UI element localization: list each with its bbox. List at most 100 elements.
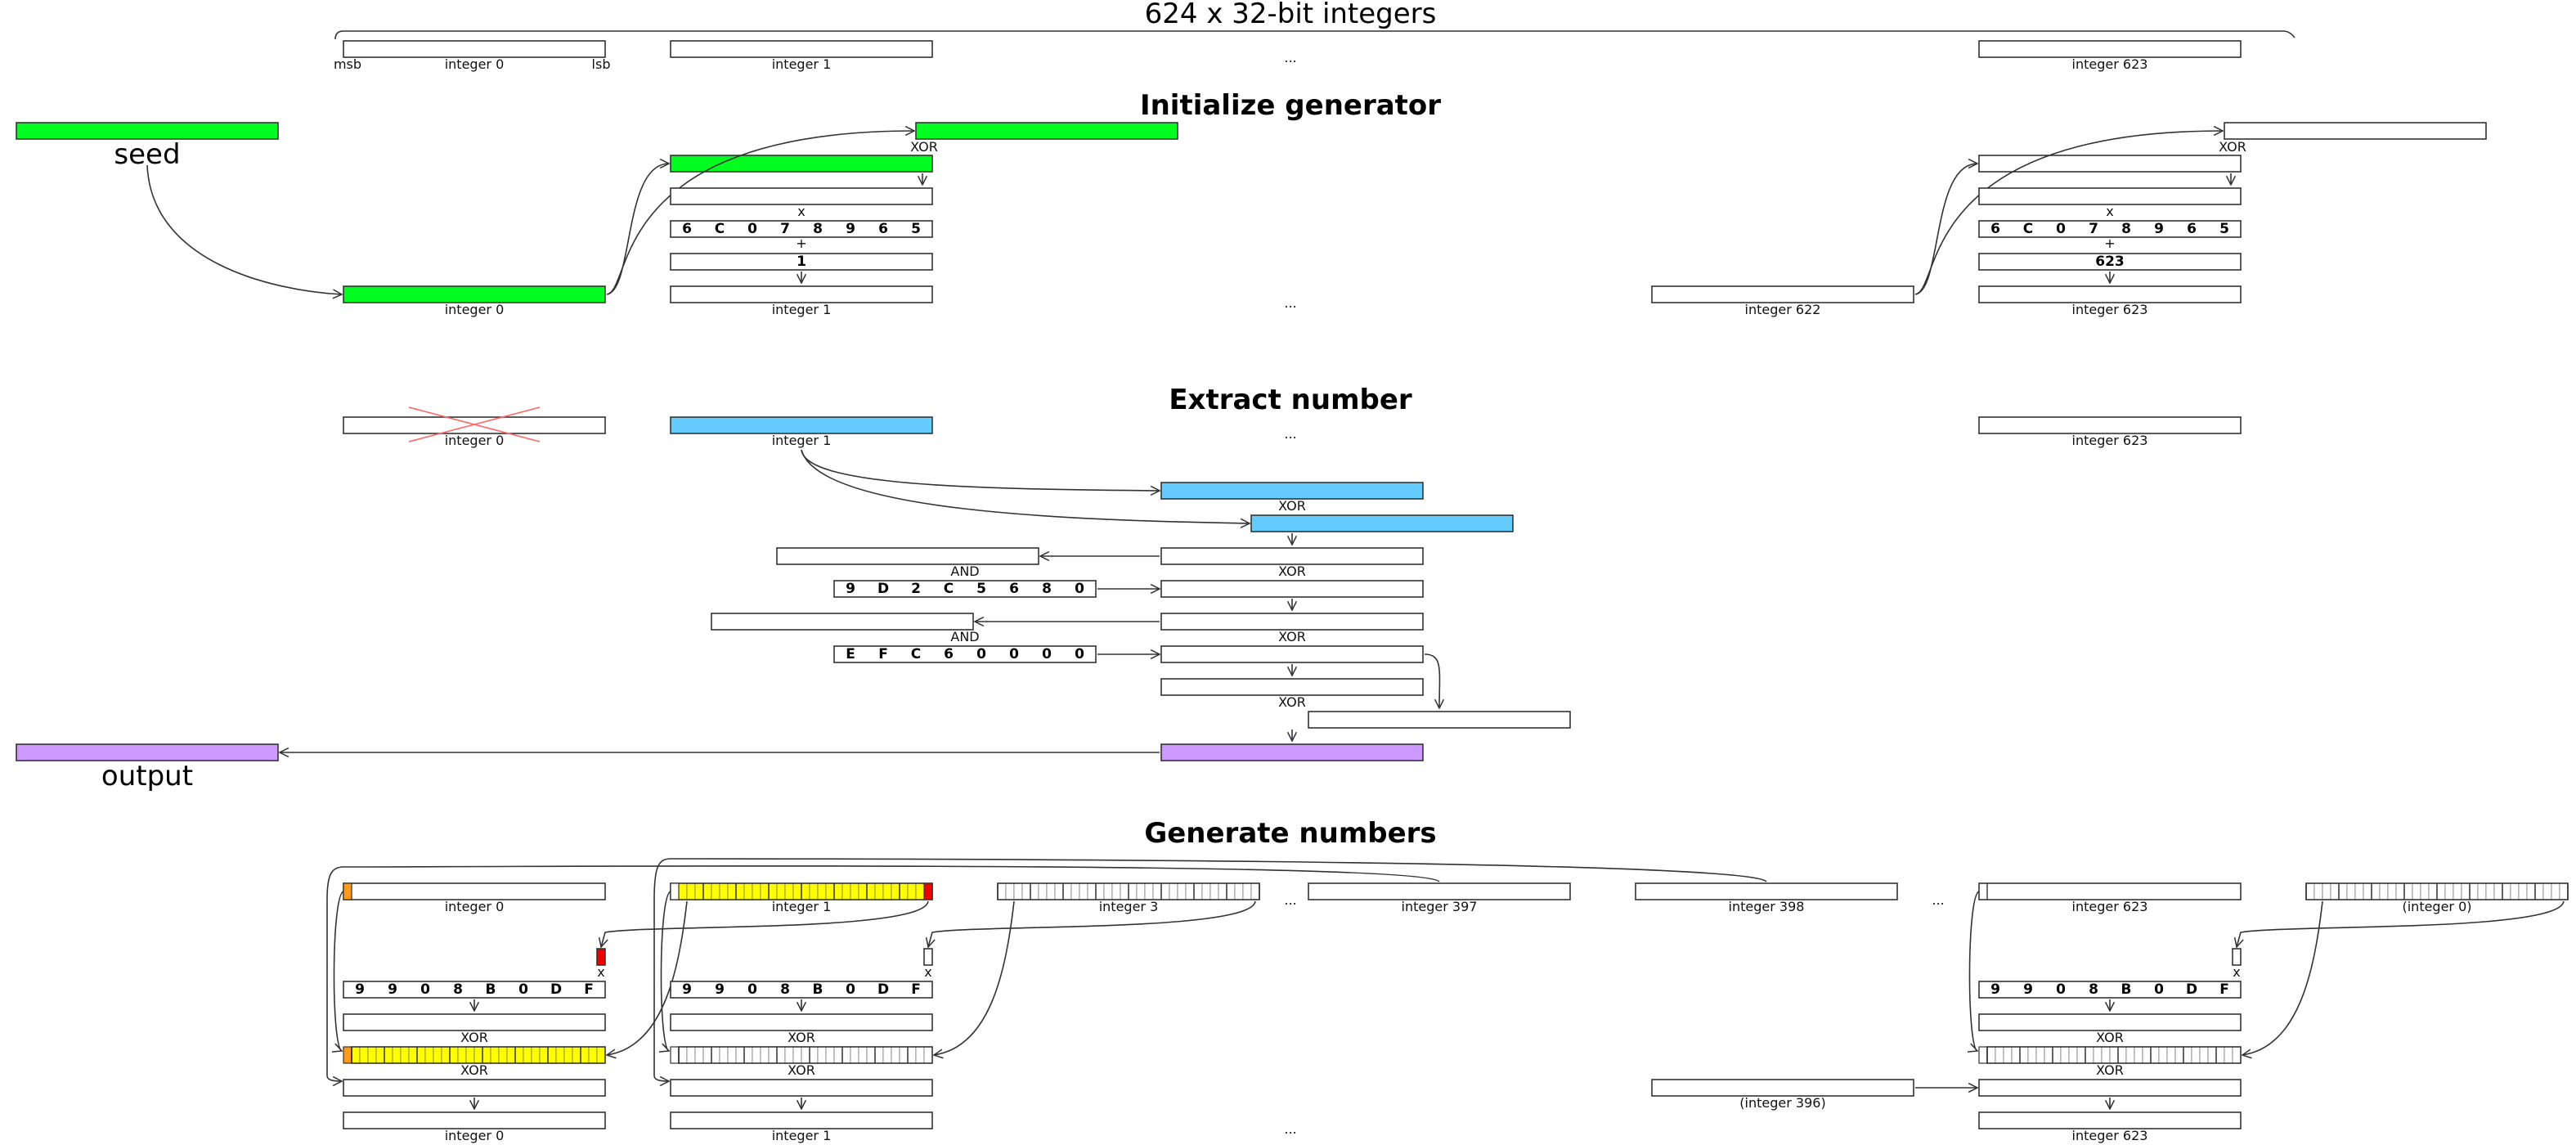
int1-to-merged0 [607,900,688,1055]
seed-box [16,122,279,140]
gen-merged-1-bit [817,1046,827,1064]
init-integer-622 [1651,285,1914,303]
gen-constant-0-digit: B [486,981,496,998]
gen-paren-integer-0-bit [2346,882,2356,900]
gen-integer-3-bit [1177,882,1187,900]
step5-to-final-shift [1424,653,1439,708]
gen-merged-1-bit [882,1046,892,1064]
gen-merged-1-bit [891,1046,900,1064]
gen-merged-0-bit [457,1046,467,1064]
gen-paren-integer-0-bit [2477,882,2487,900]
gen-constant-1-digit: 0 [846,981,855,998]
gen-merged-1-bit [768,1046,778,1064]
gen-merged-1-bit [743,1046,753,1064]
gen-xor-input-0 [343,1013,606,1031]
gen-paren-integer-0-bit [2526,882,2536,900]
gen-merged-623-bit [2035,1046,2045,1064]
extract-mask-2 [833,645,1097,663]
gen-integer-1-bit [825,882,835,900]
extract-y [1160,482,1424,500]
gen-merged-1-bit [678,1046,688,1064]
top-ellipsis: ... [1284,50,1296,65]
int623-msb-down [1969,891,1980,1051]
gen-merged-0-bit [547,1046,557,1064]
gen-merged-623-bit [2158,1046,2168,1064]
gen-integer-623-label: integer 623 [2072,899,2148,914]
extract-and-2: AND [950,629,979,644]
extract-mask-1-digit: 5 [976,581,986,597]
gen-xor-2-623: XOR [2096,1062,2124,1078]
gen-paren-integer-0-bit [2469,882,2479,900]
gen-merged-623-bit [2232,1046,2242,1064]
gen-integer-3-bit [1185,882,1195,900]
extract-mask-2-digit: C [911,646,921,662]
top-integer-0 [343,40,606,58]
init-multiplier-1-digit: 6 [878,221,888,237]
gen-merged-623-bit [2027,1046,2037,1064]
gen-integer-1-bit [841,882,851,900]
gen-integer-3-bit [1144,882,1154,900]
gen-constant-0-digit: D [550,981,562,998]
gen-merged-0-bit [416,1046,426,1064]
gen-integer-1-bit [907,882,917,900]
gen-xor-1-0: XOR [460,1030,488,1045]
gen-integer-3-bit [1030,882,1039,900]
gen-integer-1-bit [792,882,802,900]
gen-integer-3-bit [1021,882,1031,900]
output-box [16,743,279,761]
extract-mask-2-digit: 0 [976,646,986,662]
int0-msb-down [334,891,344,1051]
extract-xor-1: XOR [1278,498,1306,514]
gen-merged-1-bit [727,1046,737,1064]
extract-heading: Extract number [1169,384,1412,416]
lsb-label: lsb [592,56,611,72]
gen-integer-3-bit [1103,882,1113,900]
init-multiplier-623-digit: 7 [2089,221,2098,237]
gen-paren-integer-0-bit [2322,882,2331,900]
gen-constant-623-digit: 9 [1990,981,2000,998]
gen-integer-1-label: integer 1 [772,899,832,914]
gen-integer-3-bit [997,882,1007,900]
gen-integer-3-bit [1111,882,1121,900]
extract-step-4 [1160,613,1424,631]
gen-integer-397 [1308,882,1571,900]
gen-paren-integer-0-bit [2502,882,2511,900]
gen-merged-0-bit [351,1046,361,1064]
gen-integer-3-bit [1038,882,1048,900]
gen-paren-integer-0-frame [2305,882,2569,900]
init-integer-623-label: integer 623 [2072,302,2148,317]
gen-integer-3-bit [1226,882,1236,900]
gen-xor-result-0 [343,1079,606,1097]
gen-merged-0-bit [539,1046,549,1064]
gen-integer-1-bit [711,882,720,900]
gen-paren-integer-0-bit [2305,882,2315,900]
init-integer-1-label: integer 1 [772,302,832,317]
gen-paren-integer-0-bit [2518,882,2528,900]
init-times-1: x [797,204,805,219]
init-multiplier-623 [1978,220,2242,238]
gen-integer-1-bit [891,882,900,900]
gen-integer-1-bit [801,882,810,900]
gen-merged-0-bit [580,1046,590,1064]
int622-to-copy [1914,164,1977,295]
extract-integer-0-label: integer 0 [445,433,505,448]
gen-merged-623-bit [2134,1046,2143,1064]
gen-merged-0-bit [596,1046,606,1064]
extract-final-shift [1308,711,1571,729]
init-multiplier-1-digit: C [715,221,725,237]
gen-merged-0-bit [392,1046,402,1064]
init-xor-result-623 [1978,187,2242,205]
generate-heading: Generate numbers [1144,817,1436,850]
gen-new-integer-0-label: integer 0 [445,1128,505,1143]
gen-merged-623-bit [2019,1046,2029,1064]
gen-integer-3-bit [1087,882,1097,900]
extract-integer-623 [1978,416,2242,434]
gen-constant-0-digit: 0 [518,981,528,998]
init-multiplier-623-digit: 0 [2056,221,2066,237]
gen-lsb-0 [596,948,606,966]
gen-integer-1-bit [817,882,827,900]
gen-merged-623-bit [2060,1046,2070,1064]
gen-integer-1-bit [702,882,712,900]
extract-xor-2: XOR [1278,564,1306,579]
gen-paren-integer-0-bit [2453,882,2462,900]
